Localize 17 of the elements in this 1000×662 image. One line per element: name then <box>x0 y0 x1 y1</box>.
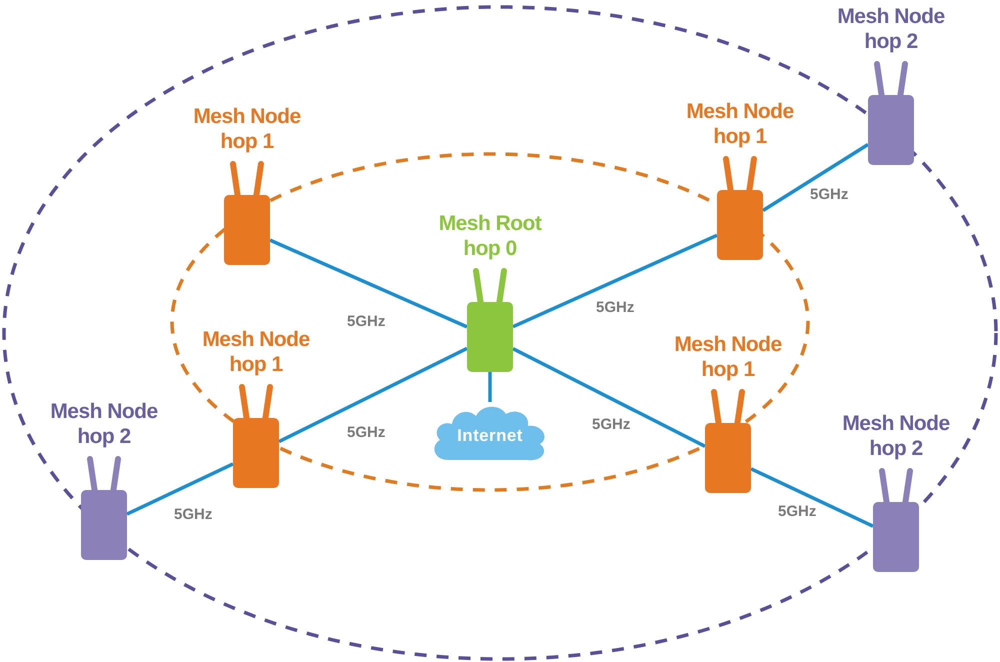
node-label: Mesh Node hop 2 <box>841 411 951 462</box>
node-label: Mesh Node hop 1 <box>201 327 311 378</box>
connection-line <box>512 347 706 448</box>
node-label: Mesh Node hop 2 <box>49 399 159 450</box>
node-label: Mesh Node hop 2 <box>836 4 946 54</box>
node-label: Mesh Node hop 1 <box>685 99 795 150</box>
connection-line <box>488 372 492 402</box>
connection-line <box>126 462 234 516</box>
node-label: Mesh Node hop 1 <box>673 332 783 382</box>
connection-line <box>512 234 718 328</box>
node-label: Mesh Node hop 1 <box>192 104 302 154</box>
connection-line <box>278 346 468 444</box>
connection-line <box>762 142 869 212</box>
node-label: Mesh Root hop 0 <box>438 211 543 262</box>
connection-line <box>269 238 468 328</box>
cloud-label: Internet <box>457 425 523 448</box>
connection-line <box>750 467 874 528</box>
